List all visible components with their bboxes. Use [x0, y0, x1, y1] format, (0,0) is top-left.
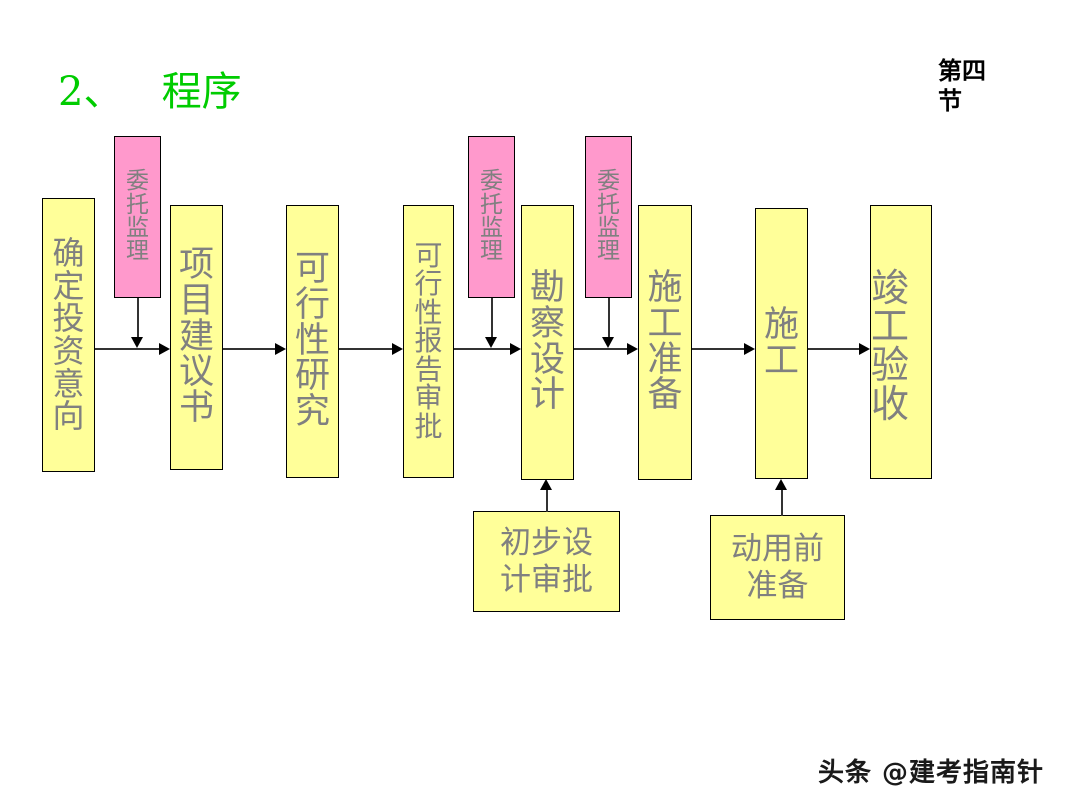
- box-char: 设: [529, 339, 565, 380]
- box-char: 工: [763, 340, 799, 381]
- box-char: 工: [871, 304, 910, 349]
- connector-step6-step7: [692, 348, 744, 350]
- connector-supervision1-down: [137, 298, 139, 338]
- connector-step7-step8: [808, 348, 859, 350]
- watermark: 头条 @建考指南针: [818, 758, 1045, 788]
- box-char: 理: [480, 238, 503, 265]
- flow-box-step-5[interactable]: 勘 察 设 计: [521, 205, 574, 480]
- box-char: 勘: [529, 268, 565, 309]
- box-char: 告: [414, 352, 443, 386]
- section-label: 第四节: [938, 57, 986, 115]
- box-char: 察: [529, 303, 565, 344]
- box-char: 资: [52, 332, 85, 370]
- connector-bottom2-up: [781, 490, 783, 516]
- connector-step5-step6: [574, 348, 627, 350]
- box-char: 究: [294, 392, 330, 433]
- box-char: 意: [52, 364, 85, 403]
- arrowhead-supervision1-down: [131, 337, 143, 348]
- arrowhead-step2-step3: [275, 343, 286, 355]
- supervision-box-1[interactable]: 委 托 监 理: [114, 136, 161, 298]
- arrowhead-bottom2-up: [775, 479, 787, 490]
- box-char: 准: [647, 339, 683, 380]
- flow-box-step-2[interactable]: 项 目 建 议 书: [170, 205, 223, 470]
- flow-box-bottom-2-label: 动用前准备: [731, 530, 824, 604]
- box-char: 性: [414, 295, 443, 329]
- box-char: 报: [414, 324, 443, 358]
- box-char: 委: [480, 168, 503, 195]
- flow-box-bottom-1-label: 初步设计审批: [500, 524, 593, 598]
- box-char: 收: [871, 381, 910, 426]
- connector-step3-step4: [339, 348, 392, 350]
- box-char: 托: [480, 191, 503, 218]
- box-char: 验: [871, 343, 910, 387]
- box-char: 项: [178, 245, 214, 286]
- flow-box-step-4[interactable]: 可 行 性 报 告 审 批: [403, 205, 454, 478]
- box-char: 审: [414, 381, 443, 415]
- box-char: 监: [126, 215, 149, 241]
- page-title: 2、 程序: [58, 69, 242, 115]
- arrowhead-step4-step5: [510, 343, 521, 355]
- flow-box-step-8[interactable]: 竣 工 验 收: [870, 205, 932, 479]
- box-char: 可: [294, 249, 330, 290]
- flow-box-bottom-2[interactable]: 动用前准备: [710, 515, 845, 620]
- box-char: 理: [126, 238, 149, 265]
- arrowhead-step3-step4: [392, 343, 403, 355]
- box-char: 托: [126, 191, 149, 218]
- box-char: 行: [414, 267, 443, 301]
- box-char: 向: [52, 397, 85, 436]
- supervision-box-3[interactable]: 委 托 监 理: [585, 136, 632, 298]
- flow-box-step-1[interactable]: 确 定 投 资 意 向: [42, 198, 95, 472]
- flow-box-bottom-1[interactable]: 初步设计审批: [473, 511, 620, 612]
- connector-supervision2-down: [491, 298, 493, 338]
- box-char: 行: [294, 284, 330, 325]
- box-char: 委: [597, 168, 620, 195]
- box-char: 议: [178, 352, 214, 393]
- flow-box-step-3[interactable]: 可 行 性 研 究: [286, 205, 339, 478]
- arrowhead-step1-step2: [159, 343, 170, 355]
- connector-bottom1-up: [546, 490, 548, 512]
- box-char: 竣: [871, 265, 910, 310]
- connector-step2-step3: [223, 348, 275, 350]
- supervision-box-2[interactable]: 委 托 监 理: [468, 136, 515, 298]
- connector-step4-step5: [454, 348, 510, 350]
- arrowhead-bottom1-up: [540, 479, 552, 490]
- box-char: 建: [178, 316, 214, 357]
- box-char: 备: [647, 375, 683, 416]
- box-char: 施: [647, 268, 683, 309]
- box-char: 托: [597, 191, 620, 218]
- box-char: 理: [597, 238, 620, 265]
- box-char: 可: [414, 238, 443, 272]
- box-char: 计: [529, 375, 565, 416]
- box-char: 书: [178, 388, 214, 429]
- arrowhead-step6-step7: [744, 343, 755, 355]
- arrowhead-step7-step8: [859, 343, 870, 355]
- box-char: 监: [480, 215, 503, 241]
- connector-step1-step2: [95, 348, 159, 350]
- flow-box-step-6[interactable]: 施 工 准 备: [638, 205, 692, 480]
- box-char: 批: [414, 409, 443, 443]
- box-char: 委: [126, 168, 149, 195]
- box-char: 工: [647, 303, 683, 344]
- box-char: 投: [52, 299, 85, 338]
- connector-supervision3-down: [608, 298, 610, 338]
- arrowhead-step5-step6: [627, 343, 638, 355]
- arrowhead-supervision3-down: [602, 337, 614, 348]
- arrowhead-supervision2-down: [485, 337, 497, 348]
- box-char: 确: [52, 234, 85, 273]
- box-char: 监: [597, 215, 620, 241]
- box-char: 目: [178, 280, 214, 321]
- box-char: 性: [294, 320, 330, 361]
- box-char: 定: [52, 266, 85, 305]
- flow-box-step-7[interactable]: 施 工: [755, 208, 808, 479]
- box-char: 研: [294, 356, 330, 397]
- box-char: 施: [763, 304, 799, 345]
